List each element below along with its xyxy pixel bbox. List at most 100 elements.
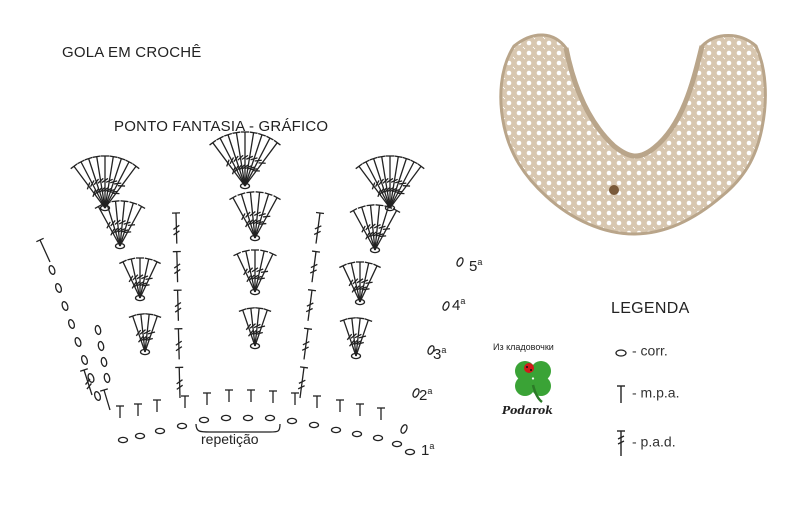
oval-chain-icon <box>615 349 627 357</box>
chain-stitch-mark <box>74 337 82 347</box>
chain-stitch-mark <box>100 356 108 368</box>
chain-stitch-mark <box>54 283 63 293</box>
double-crochet-mark <box>175 366 184 399</box>
double-crochet-mark <box>254 249 269 293</box>
double-crochet-mark <box>128 314 146 353</box>
double-crochet-mark <box>305 289 317 321</box>
brand-label: Podarok <box>502 404 553 417</box>
legend-title: LEGENDA <box>611 300 690 317</box>
chain-stitch-mark <box>264 414 276 422</box>
chain-stitch-mark <box>93 391 102 401</box>
double-crochet-mark <box>355 163 391 209</box>
chain-stitch-mark <box>154 427 166 435</box>
double-crochet-mark <box>339 318 357 357</box>
chain-stitch-mark <box>67 319 76 329</box>
chain-stitch-mark <box>117 436 129 444</box>
double-crochet-mark <box>172 250 181 283</box>
repeat-label: repetição <box>201 431 259 447</box>
double-crochet-mark <box>94 204 121 247</box>
chain-stitch-mark <box>442 301 450 311</box>
double-crochet-mark <box>347 317 358 357</box>
half-double-crochet-mark <box>356 403 364 416</box>
double-crochet-mark <box>101 155 109 208</box>
chain-stitch-mark <box>456 257 464 267</box>
double-crochet-mark <box>171 212 181 244</box>
double-crochet-mark <box>254 192 273 239</box>
double-crochet-mark <box>359 263 381 303</box>
half-double-crochet-mark <box>36 237 51 263</box>
chain-stitch-mark <box>61 301 69 311</box>
double-crochet-mark <box>224 132 246 187</box>
double-crochet-mark <box>244 139 281 187</box>
double-crochet-mark <box>174 328 183 360</box>
double-crochet-mark <box>136 313 147 353</box>
chain-stitch-mark <box>372 434 384 442</box>
chain-stitch-mark <box>97 340 105 352</box>
double-crochet-mark <box>216 135 246 187</box>
double-crochet-mark <box>104 163 140 209</box>
double-crochet-mark <box>359 261 373 303</box>
double-crochet-mark <box>386 155 394 208</box>
chain-stitch-mark <box>94 324 102 336</box>
chain-stitch-mark <box>176 422 188 430</box>
double-crochet-mark <box>366 204 377 251</box>
double-crochet-mark <box>313 211 325 244</box>
double-crochet-icon <box>617 430 625 456</box>
chain-stitch-mark <box>330 426 342 434</box>
double-crochet-mark <box>104 156 126 209</box>
double-crochet-mark <box>144 314 162 353</box>
chain-stitch-mark <box>400 424 408 434</box>
half-double-crochet-mark <box>99 388 111 411</box>
double-crochet-mark <box>104 159 133 209</box>
chain-stitch-mark <box>80 355 89 365</box>
double-crochet-mark <box>209 139 246 187</box>
double-crochet-mark <box>244 131 258 187</box>
double-crochet-mark <box>111 200 122 247</box>
double-crochet-mark <box>233 251 256 293</box>
double-crochet-mark <box>237 192 256 239</box>
double-crochet-mark <box>353 317 365 357</box>
half-double-crochet-mark <box>225 389 233 402</box>
source-caption: Из кладовочки <box>493 342 554 352</box>
double-crochet-mark <box>246 307 257 347</box>
legend-item-double: - p.a.d. <box>614 429 676 457</box>
double-crochet-mark <box>347 261 361 303</box>
collar-photo <box>499 33 767 236</box>
legend-item-half-double: - m.p.a. <box>614 384 679 404</box>
double-crochet-mark <box>252 307 264 347</box>
row-label-5: 5a <box>469 257 483 275</box>
row-label-1: 1a <box>421 441 435 459</box>
button-icon <box>609 185 619 195</box>
double-crochet-mark <box>104 155 118 209</box>
double-crochet-mark <box>119 259 141 299</box>
chain-stitch-mark <box>286 417 298 425</box>
double-crochet-mark <box>357 205 376 251</box>
half-double-crochet-mark <box>116 405 124 418</box>
half-double-crochet-mark <box>247 389 255 402</box>
double-crochet-mark <box>389 155 403 209</box>
double-crochet-mark <box>254 308 272 347</box>
double-crochet-mark <box>301 327 313 360</box>
clover-ladybug-icon <box>515 361 551 403</box>
double-crochet-mark <box>253 191 264 239</box>
double-crochet-mark <box>92 155 106 209</box>
double-crochet-mark <box>79 368 93 396</box>
double-crochet-mark <box>241 131 249 186</box>
double-crochet-mark <box>173 289 182 321</box>
double-crochet-mark <box>77 159 106 209</box>
legend-item-chain: - corr. <box>614 342 668 362</box>
row-label-3: 3a <box>433 345 447 363</box>
double-crochet-mark <box>244 135 274 187</box>
half-double-crochet-mark <box>134 403 142 416</box>
double-crochet-mark <box>142 313 154 353</box>
double-crochet-mark <box>118 200 129 247</box>
double-crochet-mark <box>309 250 321 283</box>
double-crochet-mark <box>251 249 259 292</box>
chain-stitch-mark <box>134 432 146 440</box>
double-crochet-mark <box>246 191 257 239</box>
double-crochet-mark <box>241 249 256 293</box>
double-crochet-mark <box>70 163 106 209</box>
double-crochet-mark <box>244 132 266 187</box>
double-crochet-mark <box>339 263 361 303</box>
half-double-crochet-mark <box>269 390 277 403</box>
